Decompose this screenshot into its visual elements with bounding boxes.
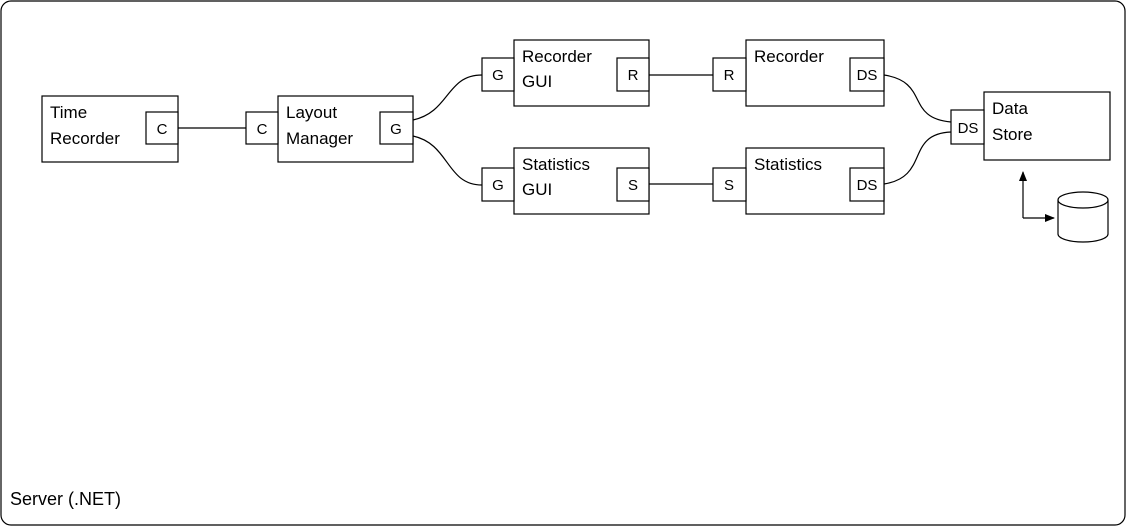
statistics-port-s	[712, 167, 747, 202]
data-store-port-ds	[950, 109, 985, 145]
layout-manager-component: C Layout Manager G	[245, 95, 414, 163]
recorder-gui-label-line1: Recorder	[522, 47, 592, 66]
database-cylinder-icon	[1057, 191, 1109, 243]
statistics-gui-port-g-label: G	[492, 177, 504, 194]
recorder-gui-component: G Recorder GUI R	[481, 39, 650, 107]
statistics-label: Statistics	[754, 155, 822, 174]
time-recorder-label-line1: Time	[50, 103, 87, 122]
recorder-gui-port-r	[616, 57, 650, 92]
recorder-component: R Recorder DS	[712, 39, 885, 107]
connector-ds-recorder	[883, 74, 952, 123]
connector-g-recorder-gui	[412, 74, 483, 121]
layout-manager-label-line2: Manager	[286, 129, 353, 148]
layout-manager-port-c-label: C	[257, 121, 268, 138]
time-recorder-component: Time Recorder C	[41, 95, 179, 163]
recorder-gui-label-line2: GUI	[522, 72, 552, 91]
recorder-gui-port-g	[481, 57, 515, 92]
statistics-port-ds-label: DS	[857, 177, 878, 194]
layout-manager-port-g	[379, 111, 414, 145]
connector-g-statistics-gui	[412, 135, 483, 186]
data-store-label-line1: Data	[992, 99, 1028, 118]
statistics-component: S Statistics DS	[712, 147, 885, 215]
layout-manager-port-c	[245, 111, 279, 145]
recorder-port-ds	[849, 57, 885, 92]
recorder-port-r-label: R	[724, 67, 735, 84]
statistics-gui-port-g	[481, 167, 515, 202]
statistics-gui-component: G Statistics GUI S	[481, 147, 650, 215]
statistics-gui-port-s-label: S	[628, 177, 638, 194]
server-label: Server (.NET)	[10, 489, 121, 509]
statistics-gui-label-line1: Statistics	[522, 155, 590, 174]
recorder-label: Recorder	[754, 47, 824, 66]
data-store-db-arrow	[1019, 171, 1055, 222]
data-store-port-ds-label: DS	[958, 120, 979, 137]
time-recorder-port-c	[145, 111, 179, 145]
data-store-component: DS Data Store	[950, 91, 1111, 161]
recorder-gui-port-r-label: R	[628, 67, 639, 84]
statistics-port-s-label: S	[724, 177, 734, 194]
connector-ds-statistics	[883, 131, 952, 185]
layout-manager-label-line1: Layout	[286, 103, 337, 122]
statistics-port-ds	[849, 167, 885, 202]
data-store-label-line2: Store	[992, 125, 1033, 144]
time-recorder-label-line2: Recorder	[50, 129, 120, 148]
layout-manager-port-g-label: G	[390, 121, 402, 138]
statistics-gui-port-s	[616, 167, 650, 202]
statistics-gui-label-line2: GUI	[522, 180, 552, 199]
recorder-port-ds-label: DS	[857, 67, 878, 84]
recorder-port-r	[712, 57, 747, 92]
time-recorder-port-c-label: C	[157, 121, 168, 138]
recorder-gui-port-g-label: G	[492, 67, 504, 84]
